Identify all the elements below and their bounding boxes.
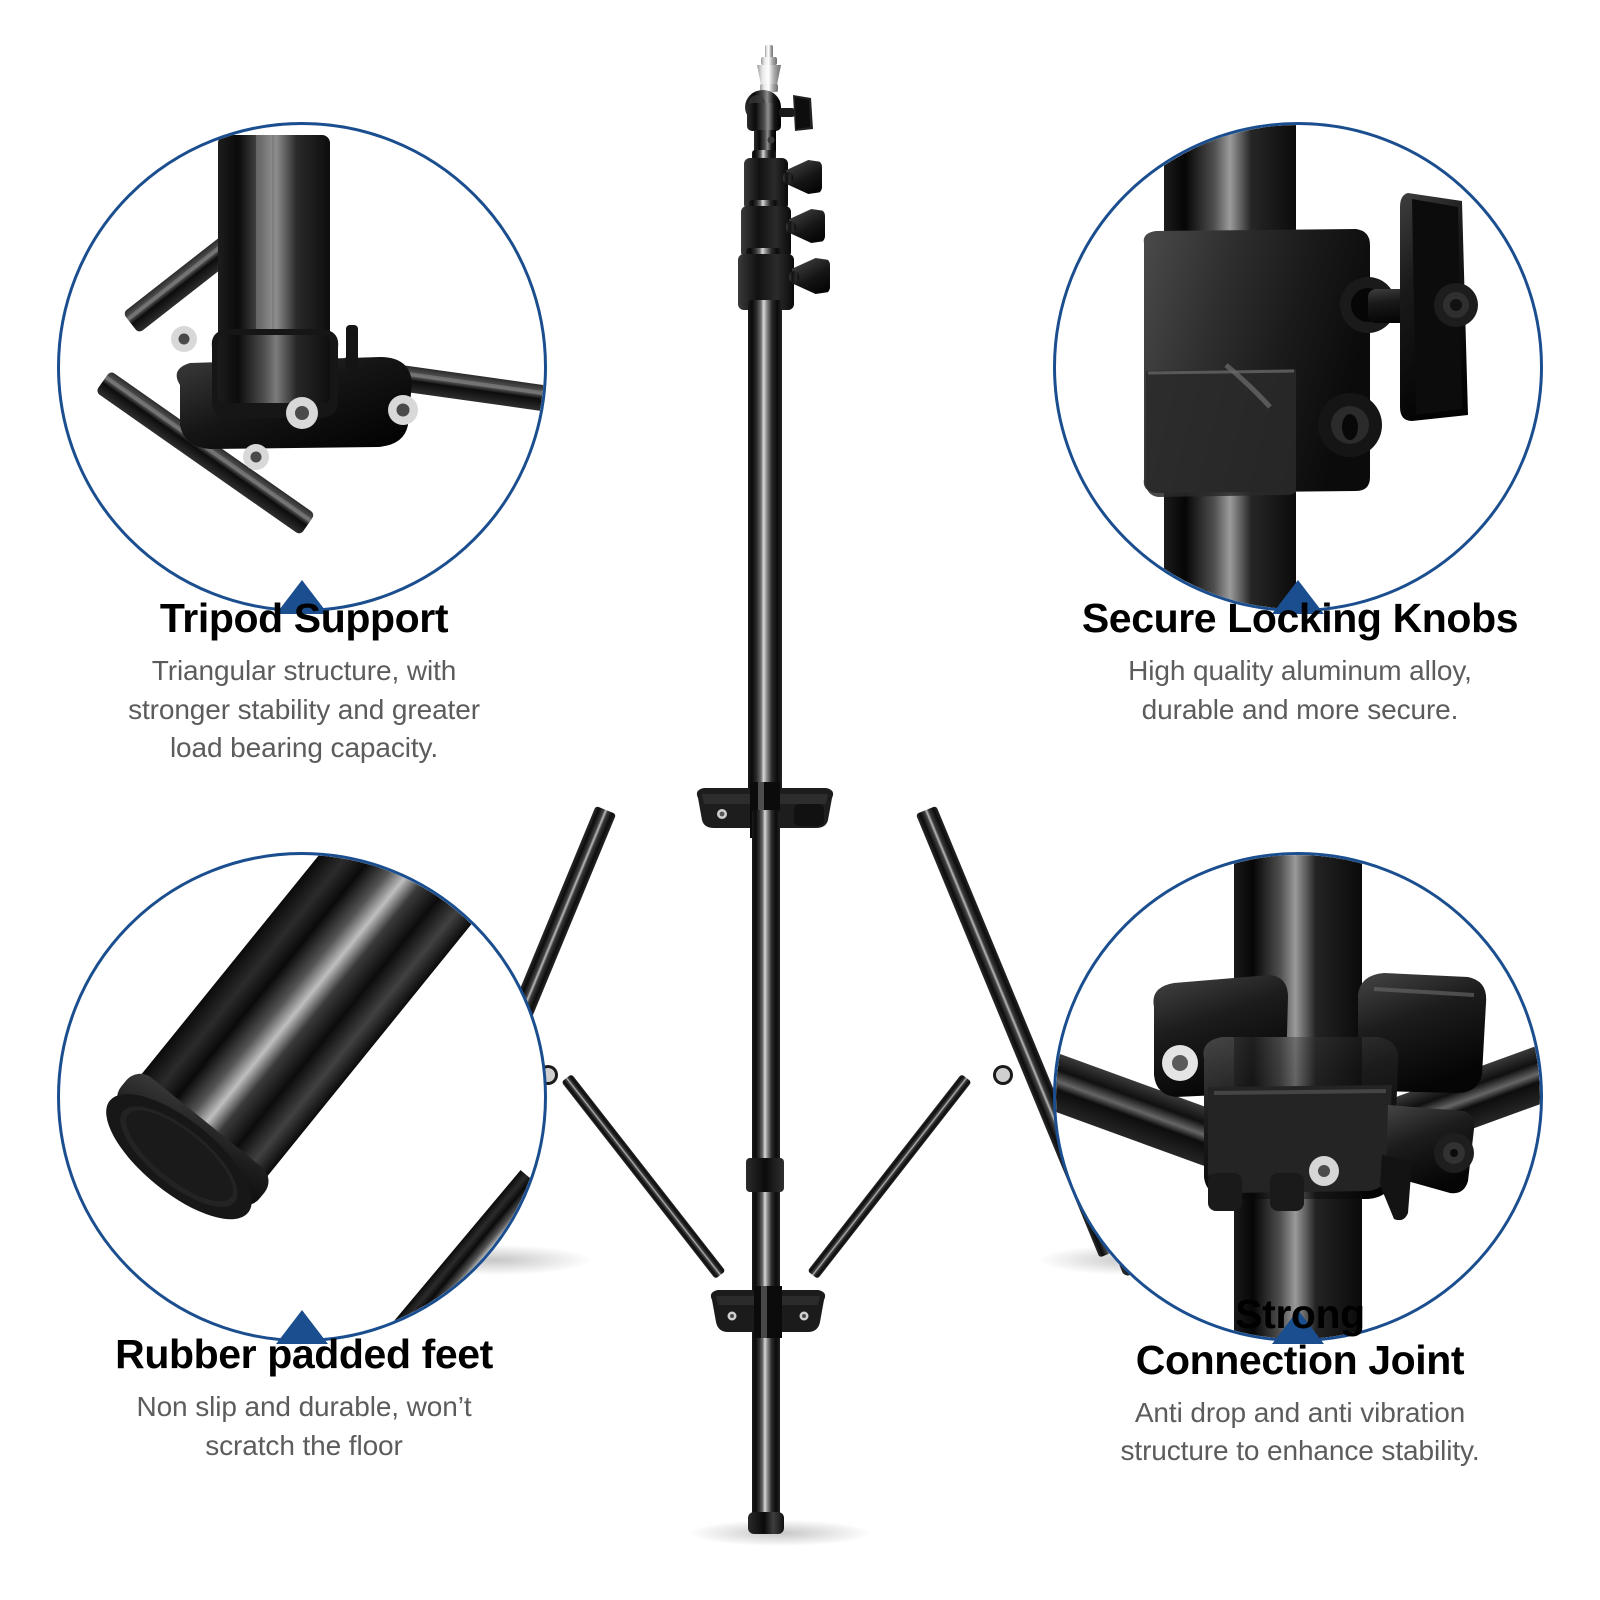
column-mid-clip	[746, 1158, 784, 1192]
text-rubber-padded-feet: Rubber padded feet Non slip and durable,…	[44, 1331, 564, 1465]
text-secure-locking-knobs: Secure Locking Knobs High quality alumin…	[1040, 595, 1560, 729]
text-strong-connection-joint: Strong Connection Joint Anti drop and an…	[1040, 1291, 1560, 1471]
tripod-hub-detail-art	[97, 135, 544, 534]
lower-connection-hub	[710, 1286, 826, 1338]
callout-ring	[57, 122, 547, 612]
callout-image-secure-locking-knobs	[1056, 125, 1540, 609]
callout-ring	[57, 852, 547, 1342]
callout-rubber-padded-feet	[57, 852, 547, 1344]
callout-strong-connection-joint	[1053, 852, 1543, 1344]
callout-pointer	[1272, 1310, 1324, 1344]
column-main	[748, 300, 782, 810]
tripod-foot-front	[748, 1512, 784, 1534]
knob-shaft-1	[789, 271, 799, 283]
callout-pointer	[276, 580, 328, 614]
callout-tripod-support	[57, 122, 547, 614]
callout-pointer	[1272, 580, 1324, 614]
stand-head-assembly	[745, 45, 813, 158]
rubber-foot-detail-art	[106, 855, 544, 1339]
feature-description-tripod-support: Triangular structure, with stronger stab…	[128, 654, 480, 764]
callout-image-strong-connection-joint	[1056, 855, 1540, 1339]
callout-image-rubber-padded-feet	[60, 855, 544, 1339]
text-tripod-support: Tripod Support Triangular structure, wit…	[44, 595, 564, 768]
brace-pivot-right	[996, 1068, 1010, 1082]
connection-joint-detail-art	[1056, 855, 1540, 1339]
brace-strut-right	[807, 1073, 972, 1280]
callout-pointer	[276, 1310, 328, 1344]
feature-description-secure-locking-knobs: High quality aluminum alloy, durable and…	[1128, 654, 1472, 725]
feature-description-rubber-padded-feet: Non slip and durable, won’t scratch the …	[136, 1390, 472, 1461]
locking-knob-detail-art	[1143, 125, 1478, 609]
brace-strut-left	[561, 1073, 726, 1280]
callout-secure-locking-knobs	[1053, 122, 1543, 614]
feature-description-strong-connection-joint: Anti drop and anti vibration structure t…	[1120, 1396, 1480, 1467]
knob-shaft-3	[783, 172, 793, 184]
feature-title-tripod-support: Tripod Support	[159, 595, 449, 641]
knob-shaft-2	[786, 221, 796, 233]
callout-ring	[1053, 852, 1543, 1342]
callout-ring	[1053, 122, 1543, 612]
callout-image-tripod-support	[60, 125, 544, 609]
feature-title-secure-locking-knobs: Secure Locking Knobs	[1081, 595, 1519, 641]
feature-title-rubber-padded-feet: Rubber padded feet	[115, 1331, 493, 1377]
feature-title-strong-connection-joint: Strong Connection Joint	[1135, 1291, 1465, 1383]
